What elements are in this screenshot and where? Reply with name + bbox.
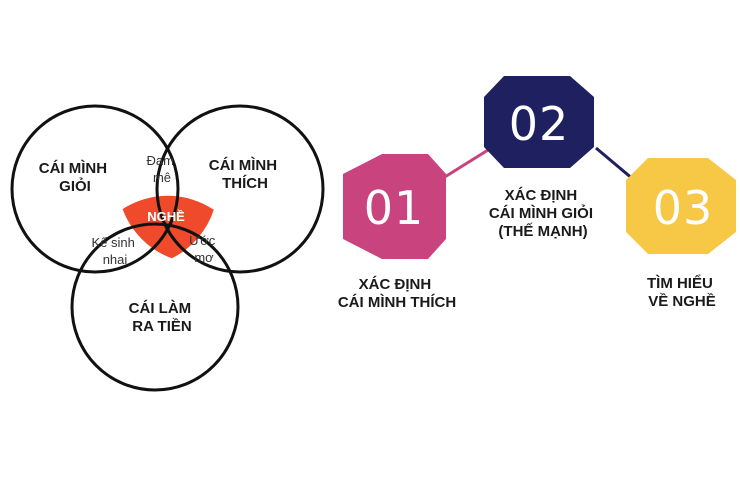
label-passion: Đam mê xyxy=(146,153,177,185)
label-earn-money-line2: RA TIỀN xyxy=(132,318,191,335)
step-03-text: TÌM HIỂU VỀ NGHỀ xyxy=(647,274,717,310)
step-02-line2: CÁI MÌNH GIỎI xyxy=(489,204,593,222)
label-like-line1: CÁI MÌNH xyxy=(209,157,277,174)
label-like: CÁI MÌNH THÍCH xyxy=(209,157,282,192)
step-01-text: XÁC ĐỊNH CÁI MÌNH THÍCH xyxy=(338,276,456,311)
step-01-line1: XÁC ĐỊNH xyxy=(359,276,432,293)
step-01-number: 01 xyxy=(364,181,425,235)
step-03-number: 03 xyxy=(653,181,714,235)
label-career: NGHỀ xyxy=(147,209,185,224)
label-livelihood: Kế sinh nhai xyxy=(92,235,139,267)
label-livelihood-line2: nhai xyxy=(103,252,128,267)
step-03-line1: TÌM HIỂU xyxy=(647,274,713,292)
circle-good-at xyxy=(10,104,180,274)
label-livelihood-line1: Kế sinh xyxy=(92,235,135,250)
label-good-at: CÁI MÌNH GIỎI xyxy=(39,160,112,195)
step-03-hexagon xyxy=(626,158,736,254)
step-01-line2: CÁI MÌNH THÍCH xyxy=(338,294,456,311)
label-passion-line1: Đam xyxy=(146,153,173,168)
label-dream: Ước mơ xyxy=(189,233,219,265)
step-02-hexagon xyxy=(484,76,594,168)
venn-diagram: CÁI MÌNH GIỎI CÁI MÌNH THÍCH CÁI LÀM RA … xyxy=(10,104,325,392)
circle-like xyxy=(155,104,325,274)
step-02: 02 XÁC ĐỊNH CÁI MÌNH GIỎI (THẾ MẠNH) xyxy=(484,76,597,240)
steps-diagram: 01 XÁC ĐỊNH CÁI MÌNH THÍCH 02 XÁC ĐỊNH C… xyxy=(338,76,736,311)
circle-earn-money xyxy=(70,222,240,392)
label-good-at-line1: CÁI MÌNH xyxy=(39,160,107,177)
step-02-line3: (THẾ MẠNH) xyxy=(498,223,587,240)
step-01: 01 XÁC ĐỊNH CÁI MÌNH THÍCH xyxy=(338,154,456,311)
step-02-number: 02 xyxy=(509,97,570,151)
step-03-line2: VỀ NGHỀ xyxy=(648,293,716,310)
label-passion-line2: mê xyxy=(153,170,171,185)
label-dream-line2: mơ xyxy=(194,250,214,265)
label-earn-money-line1: CÁI LÀM xyxy=(129,300,192,317)
label-like-line2: THÍCH xyxy=(222,175,268,192)
connector-01-02 xyxy=(439,148,489,182)
step-02-text: XÁC ĐỊNH CÁI MÌNH GIỎI (THẾ MẠNH) xyxy=(489,187,597,240)
label-good-at-line2: GIỎI xyxy=(59,177,91,195)
step-01-hexagon xyxy=(343,154,446,259)
label-earn-money: CÁI LÀM RA TIỀN xyxy=(129,300,196,335)
step-02-line1: XÁC ĐỊNH xyxy=(505,187,578,204)
label-dream-line1: Ước xyxy=(189,233,216,248)
step-03: 03 TÌM HIỂU VỀ NGHỀ xyxy=(626,158,736,310)
